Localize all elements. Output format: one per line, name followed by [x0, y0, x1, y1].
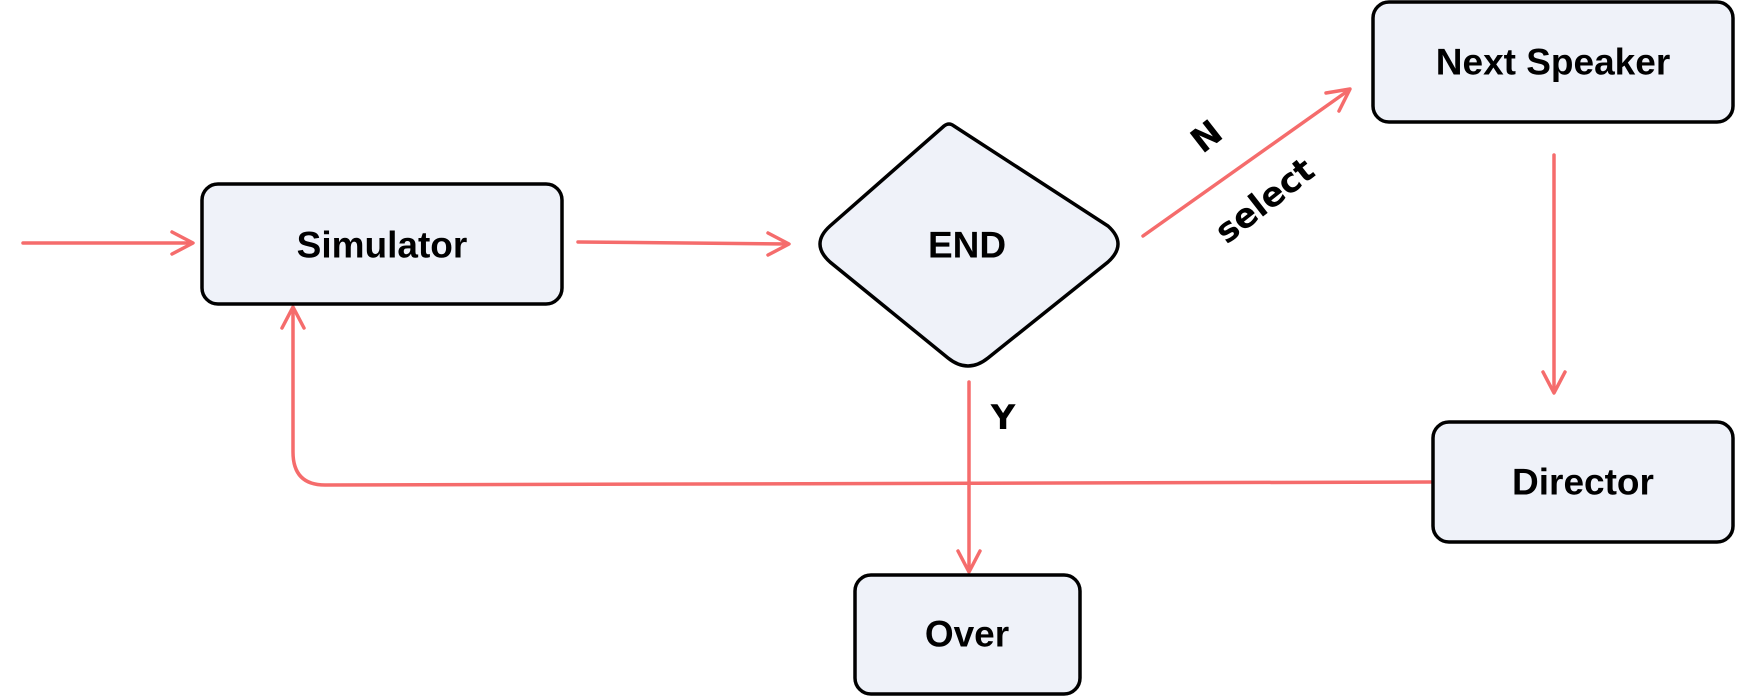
node-over: Over	[853, 573, 1082, 696]
arrowhead-over	[956, 549, 982, 574]
node-director: Director	[1431, 420, 1735, 544]
edge-end-to-next-speaker	[1141, 88, 1351, 238]
next-speaker-box	[1371, 0, 1735, 124]
node-simulator: Simulator	[200, 182, 564, 306]
director-box	[1431, 420, 1735, 544]
simulator-box	[200, 182, 564, 306]
node-next-speaker: Next Speaker	[1371, 0, 1735, 124]
arrowhead-simulator-entry	[170, 230, 195, 256]
arrowhead-next-speaker	[1324, 87, 1352, 113]
next-speaker-label: Next Speaker	[1436, 42, 1670, 83]
simulator-label: Simulator	[297, 225, 468, 266]
edge-label-select: select	[1208, 150, 1323, 252]
node-end: END	[818, 122, 1120, 368]
edge-director-to-simulator	[291, 306, 1434, 487]
arrowhead-simulator-return	[280, 305, 306, 330]
over-label: Over	[925, 614, 1009, 655]
edge-label-yes: Y	[990, 398, 1016, 438]
edge-simulator-to-end	[576, 240, 790, 246]
arrowhead-director	[1541, 370, 1567, 395]
end-label: END	[928, 225, 1006, 266]
end-decision-diamond	[818, 122, 1120, 368]
edges	[21, 87, 1567, 574]
arrowhead-end	[766, 231, 791, 257]
over-box	[853, 573, 1082, 696]
director-label: Director	[1512, 462, 1654, 503]
edge-label-no: N	[1183, 112, 1230, 161]
